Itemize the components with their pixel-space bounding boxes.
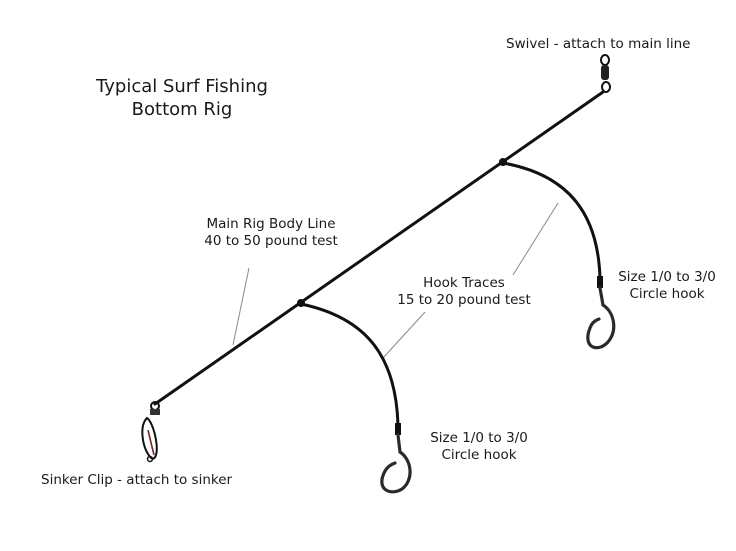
hook-traces-label: Hook Traces 15 to 20 pound test (389, 275, 539, 309)
hook-traces-label-2: 15 to 20 pound test (397, 291, 531, 308)
lower-hook-label-1: Size 1/0 to 3/0 (430, 430, 528, 446)
sinker-clip-label: Sinker Clip - attach to sinker (41, 472, 233, 488)
title-line-2: Bottom Rig (131, 98, 233, 120)
hook-traces-pointer-upper (512, 202, 559, 276)
diagram-title: Typical Surf Fishing Bottom Rig (82, 76, 282, 121)
main-line-pointer (232, 267, 250, 346)
main-rig-line (153, 90, 605, 406)
sinker-clip-icon (141, 401, 160, 463)
swivel-label: Swivel - attach to main line (506, 36, 691, 52)
main-line-label: Main Rig Body Line 40 to 50 pound test (196, 216, 346, 250)
main-line-label-2: 40 to 50 pound test (204, 232, 338, 249)
circle-hook-icon (380, 423, 412, 494)
circle-hook-icon (586, 276, 616, 350)
swivel-icon (600, 54, 611, 93)
main-line-label-1: Main Rig Body Line (206, 216, 336, 232)
upper-hook-label: Size 1/0 to 3/0 Circle hook (607, 269, 727, 303)
lower-hook-label-2: Circle hook (441, 446, 517, 463)
lower-hook-trace (300, 302, 400, 426)
lower-hook-label: Size 1/0 to 3/0 Circle hook (419, 430, 539, 464)
hook-traces-label-1: Hook Traces (423, 275, 505, 291)
upper-hook-label-1: Size 1/0 to 3/0 (618, 269, 716, 285)
upper-hook-trace (502, 161, 602, 279)
title-line-1: Typical Surf Fishing (96, 76, 268, 97)
hook-traces-pointer-lower (382, 311, 426, 359)
upper-hook-label-2: Circle hook (629, 285, 705, 302)
